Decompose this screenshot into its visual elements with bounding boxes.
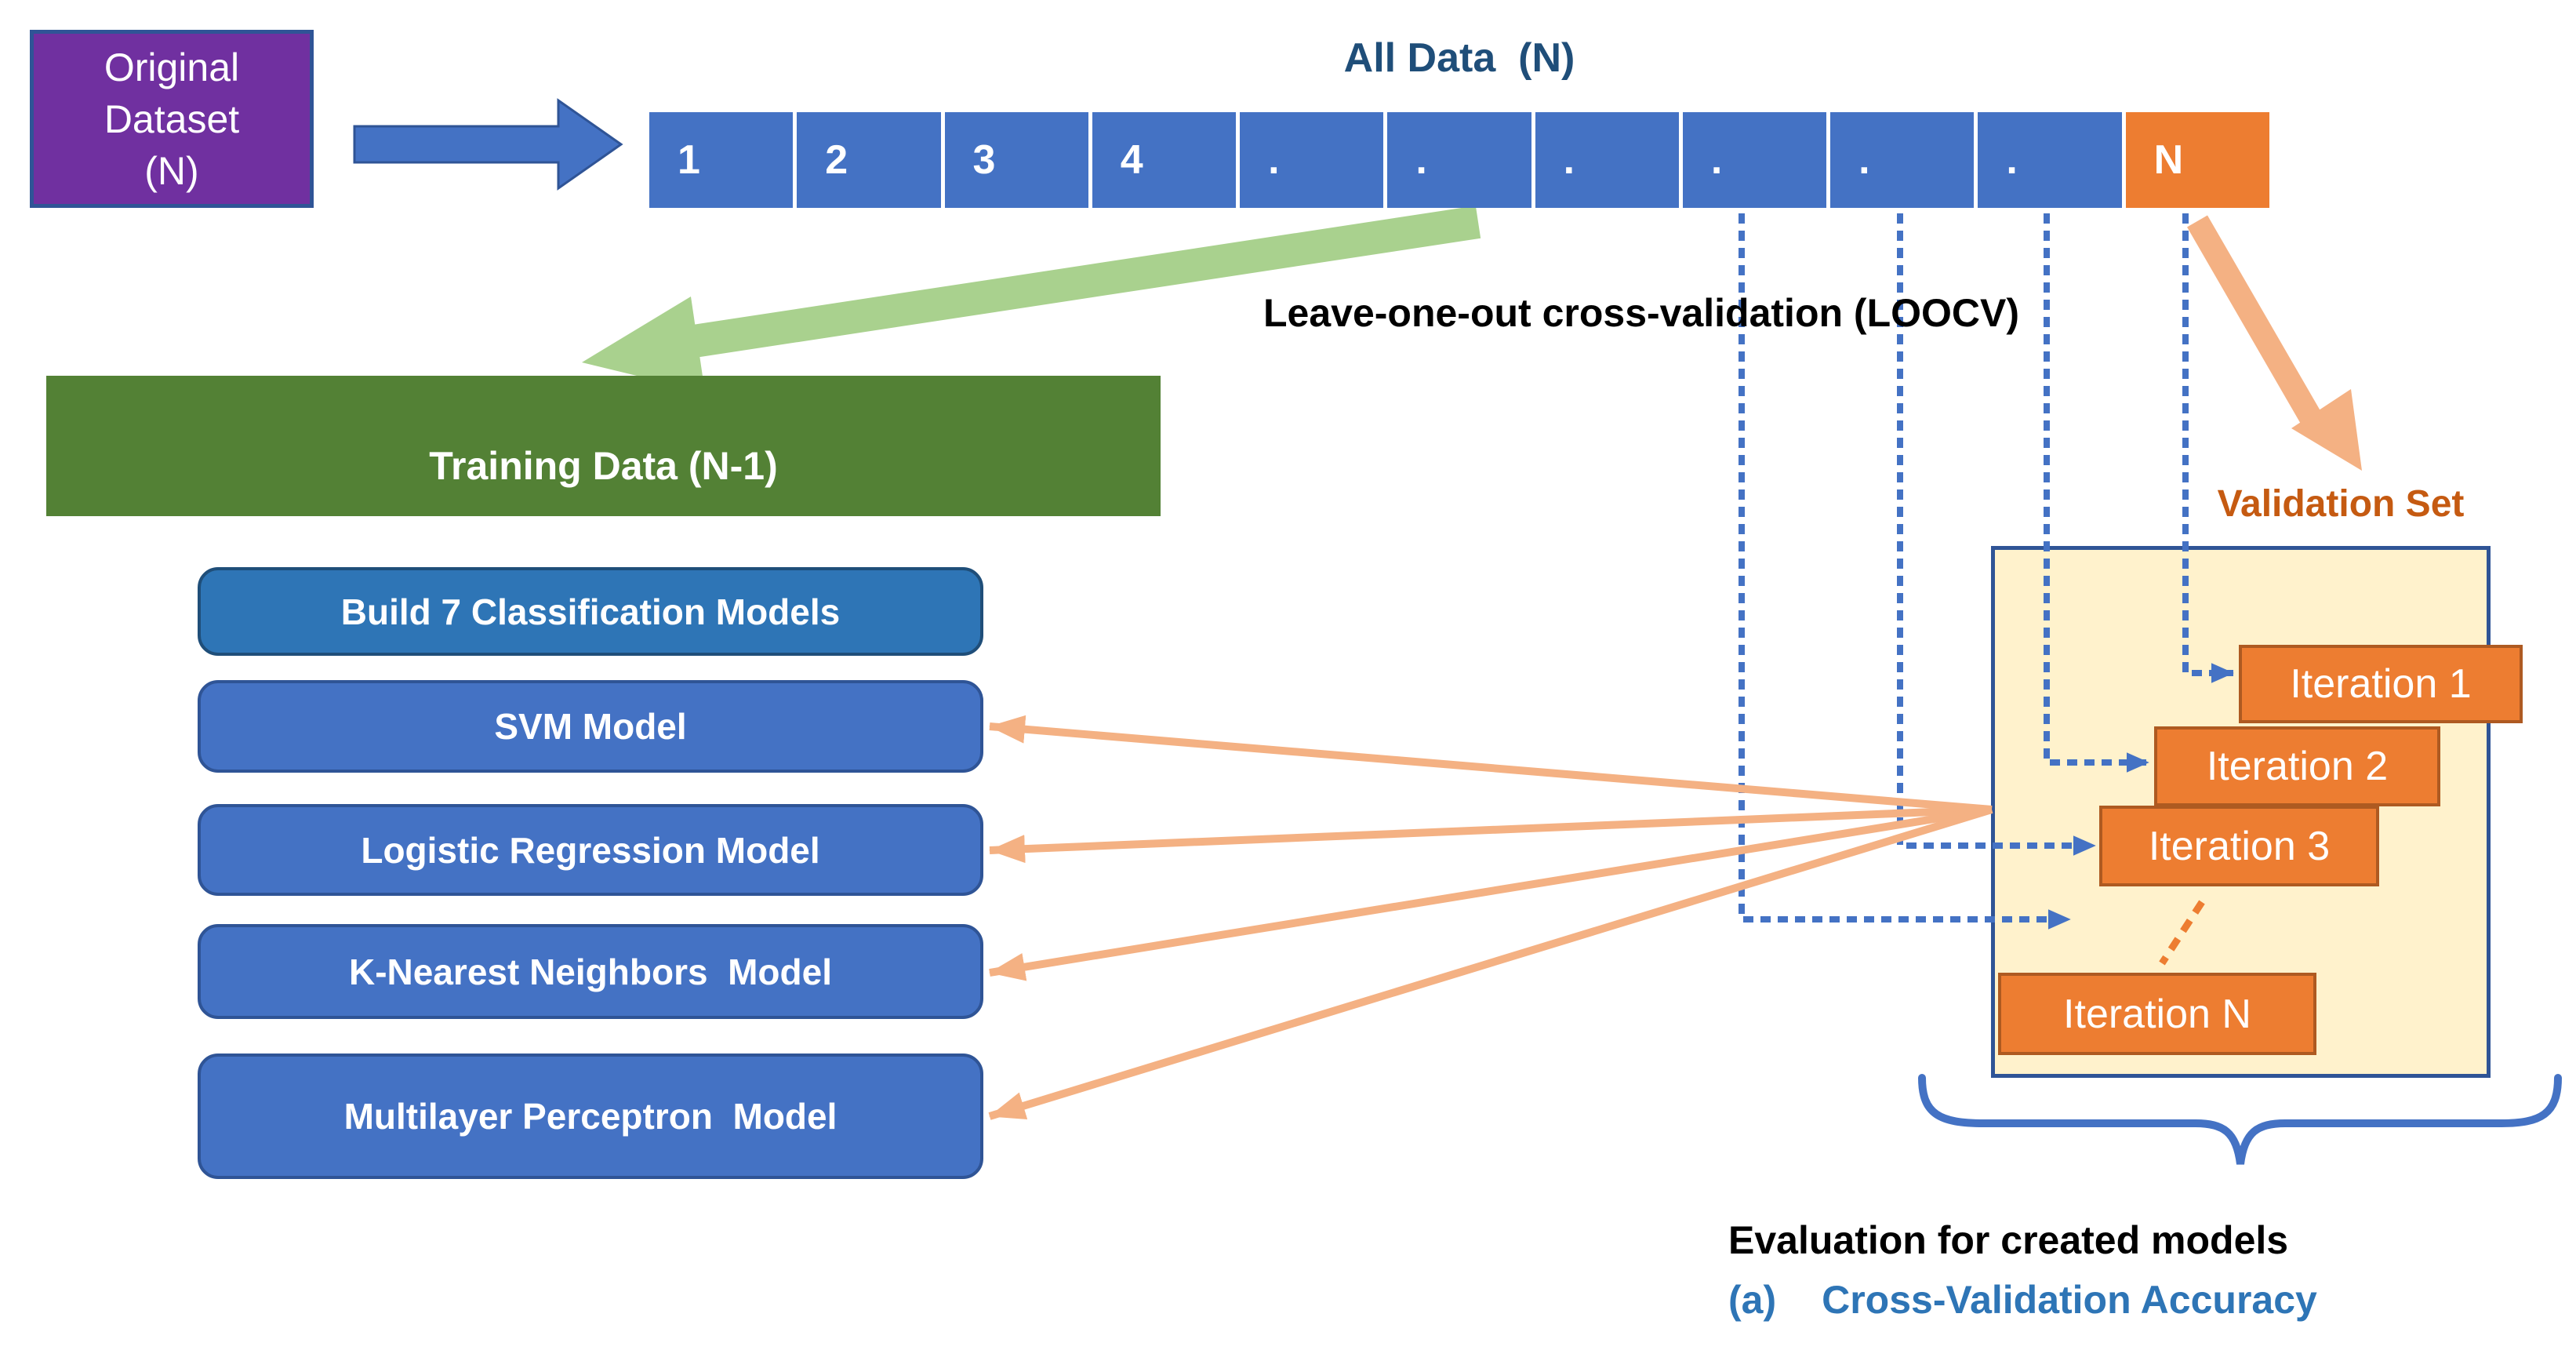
original-dataset-line3: (N) [144, 148, 199, 193]
original-dataset-line2: Dataset [104, 96, 240, 141]
model-box-svm: SVM Model [198, 680, 983, 773]
cross-validation-accuracy-label: Cross-Validation Accuracy [1822, 1278, 2317, 1322]
arrow-to-knn-icon [989, 806, 1993, 981]
iteration-3-box: Iteration 3 [2099, 806, 2379, 886]
iteration-1-box: Iteration 1 [2239, 645, 2523, 723]
model-box-label: Build 7 Classification Models [340, 591, 841, 632]
arrow-to-svm-icon [989, 715, 1993, 813]
arrow-dataset-to-bar-icon [353, 98, 623, 191]
arrow-to-mlp-icon [988, 806, 1993, 1120]
data-cell-6: . [1387, 112, 1531, 208]
cross-validation-accuracy-caption: (a) Cross-Validation Accuracy [1728, 1277, 2552, 1323]
arrow-to-logistic-icon [989, 806, 1993, 864]
model-box-knn: K-Nearest Neighbors Model [198, 924, 983, 1019]
iteration-2-box: Iteration 2 [2154, 726, 2440, 806]
data-cell-9: . [1830, 112, 1975, 208]
item-marker-a: (a) [1728, 1278, 1777, 1322]
data-cell-n: N [2125, 112, 2269, 208]
evaluation-brace-icon [1918, 1074, 2562, 1165]
data-cell-4: 4 [1092, 112, 1237, 208]
model-box-build-7-classification: Build 7 Classification Models [198, 567, 983, 656]
training-data-label: Training Data (N-1) [429, 443, 778, 488]
model-box-label: K-Nearest Neighbors Model [349, 951, 832, 992]
training-data-bar: Training Data (N-1) [46, 376, 1161, 516]
loocv-caption: Leave-one-out cross-validation (LOOCV) [1263, 291, 2019, 335]
iteration-n-box: Iteration N [1998, 973, 2316, 1055]
data-cell-8: . [1682, 112, 1827, 208]
original-dataset-box: Original Dataset (N) [30, 30, 314, 208]
evaluation-caption: Evaluation for created models [1728, 1218, 2289, 1262]
data-cell-3: 3 [944, 112, 1088, 208]
original-dataset-line1: Original [104, 45, 240, 89]
arrow-n-to-validation-head-icon [2291, 389, 2362, 471]
arrow-n-to-validation-shaft-icon [2187, 215, 2323, 428]
validation-set-title: Validation Set [2217, 483, 2465, 525]
data-cell-1: 1 [649, 112, 794, 208]
data-cell-5: . [1240, 112, 1384, 208]
data-cell-10: . [1978, 112, 2122, 208]
model-box-label: Multilayer Perceptron Model [343, 1096, 837, 1137]
model-box-label: Logistic Regression Model [361, 829, 820, 871]
model-box-label: SVM Model [494, 706, 687, 747]
all-data-bar: 1 2 3 4 . . . . . . N [649, 112, 2269, 208]
data-cell-7: . [1535, 112, 1679, 208]
all-data-title: All Data (N) [1343, 35, 1575, 81]
model-box-logistic-regression: Logistic Regression Model [198, 804, 983, 896]
model-box-mlp: Multilayer Perceptron Model [198, 1054, 983, 1179]
data-cell-2: 2 [797, 112, 941, 208]
